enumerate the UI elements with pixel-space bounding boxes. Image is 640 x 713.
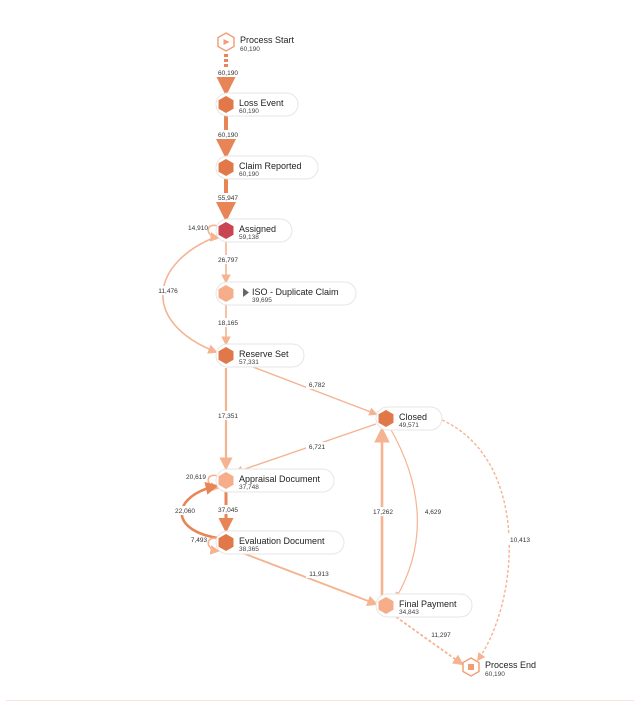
node-pill — [215, 343, 305, 368]
edge-label: 14,910 — [188, 225, 208, 232]
edge-label: 55,947 — [218, 195, 238, 202]
edge-evaluation-to-final-payment[interactable]: 11,913 — [239, 551, 379, 606]
edge-label: 17,262 — [373, 509, 393, 516]
node-name: Reserve Set — [239, 349, 289, 359]
edge-label: 6,782 — [309, 382, 326, 389]
hexagon-icon — [378, 410, 394, 427]
edge-label: 17,351 — [218, 413, 238, 420]
edges-layer: 60,190 60,190 55,947 14,910 26,797 — [156, 54, 533, 666]
edge-label: 7,493 — [191, 537, 208, 544]
edge-label: 6,721 — [309, 444, 326, 451]
edge-final-payment-to-closed[interactable]: 17,262 — [370, 426, 396, 596]
edge-reserve-set-to-appraisal[interactable]: 17,351 — [216, 368, 240, 471]
node-name: Process End — [485, 660, 536, 670]
hexagon-icon — [218, 534, 234, 551]
edge-closed-to-final-payment[interactable]: 4,629 — [389, 427, 444, 600]
edge-label: 11,297 — [431, 632, 451, 639]
edge-label: 4,629 — [425, 509, 442, 516]
edge-appraisal-to-evaluation[interactable]: 37,045 — [216, 492, 240, 533]
node-iso-duplicate-claim[interactable]: ISO - Duplicate Claim 39,695 — [215, 281, 357, 306]
edge-label: 18,165 — [218, 320, 238, 327]
node-reserve-set[interactable]: Reserve Set 57,331 — [215, 343, 305, 368]
expand-triangle-icon[interactable] — [243, 288, 249, 297]
node-pill — [375, 593, 473, 618]
edge-closed-to-process-end[interactable]: 10,413 — [441, 419, 533, 662]
node-evaluation-document[interactable]: Evaluation Document 38,365 — [215, 530, 345, 555]
play-triangle — [223, 39, 230, 45]
node-name: Loss Event — [239, 98, 284, 108]
node-count: 60,190 — [239, 171, 259, 178]
node-count: 37,748 — [239, 484, 259, 491]
node-assigned[interactable]: Assigned 59,138 — [215, 218, 293, 243]
node-name: Appraisal Document — [239, 474, 321, 484]
node-name: Process Start — [240, 35, 295, 45]
node-name: Claim Reported — [239, 161, 302, 171]
edge-assigned-self-loop[interactable]: 14,910 — [188, 224, 220, 242]
node-pill — [215, 530, 345, 555]
node-name: Final Payment — [399, 599, 457, 609]
node-count: 49,571 — [399, 422, 419, 429]
node-count: 38,365 — [239, 546, 259, 553]
node-count: 60,190 — [485, 671, 505, 678]
node-count: 59,138 — [239, 234, 259, 241]
node-count: 60,190 — [240, 46, 260, 53]
hexagon-icon — [218, 222, 234, 239]
edge-label: 20,619 — [186, 474, 206, 481]
hexagon-icon — [218, 285, 234, 302]
edge-evaluation-to-appraisal[interactable]: 22,060 — [172, 481, 219, 540]
stop-square — [468, 664, 474, 670]
node-pill — [215, 155, 319, 180]
node-pill — [215, 468, 335, 493]
node-process-start[interactable]: Process Start 60,190 — [217, 32, 295, 53]
node-closed[interactable]: Closed 49,571 — [375, 406, 443, 431]
edge-label: 22,060 — [175, 508, 195, 515]
edge-process-start-to-loss-event[interactable]: 60,190 — [216, 54, 240, 96]
edge-label: 10,413 — [510, 537, 530, 544]
node-name: Evaluation Document — [239, 536, 325, 546]
node-claim-reported[interactable]: Claim Reported 60,190 — [215, 155, 319, 180]
node-pill — [215, 92, 299, 117]
node-count: 57,331 — [239, 359, 259, 366]
hexagon-icon — [218, 347, 234, 364]
edge-label: 11,476 — [158, 288, 178, 295]
edge-closed-to-appraisal[interactable]: 6,721 — [234, 423, 377, 474]
node-pill — [215, 281, 357, 306]
node-count: 39,695 — [252, 297, 272, 304]
edge-label: 60,190 — [218, 70, 238, 77]
node-count: 34,843 — [399, 609, 419, 616]
node-pill — [215, 218, 293, 243]
hexagon-icon — [378, 597, 394, 614]
node-name: ISO - Duplicate Claim — [252, 287, 339, 297]
node-pill — [375, 406, 443, 431]
node-final-payment[interactable]: Final Payment 34,843 — [375, 593, 473, 618]
edge-label: 26,797 — [218, 257, 238, 264]
edge-claim-reported-to-assigned[interactable]: 55,947 — [216, 179, 240, 222]
node-process-end[interactable]: Process End 60,190 — [462, 657, 536, 678]
node-name: Assigned — [239, 224, 276, 234]
edge-label: 11,913 — [309, 571, 329, 578]
edge-assigned-to-iso[interactable]: 26,797 — [216, 242, 240, 284]
edge-assigned-to-reserve-set[interactable]: 11,476 — [156, 235, 219, 354]
node-count: 60,190 — [239, 108, 259, 115]
hexagon-icon — [218, 96, 234, 113]
node-loss-event[interactable]: Loss Event 60,190 — [215, 92, 299, 117]
edge-iso-to-reserve-set[interactable]: 18,165 — [216, 304, 240, 346]
edge-loss-event-to-claim-reported[interactable]: 60,190 — [216, 116, 240, 159]
node-name: Closed — [399, 412, 427, 422]
footer-divider — [6, 700, 634, 701]
edge-label: 60,190 — [218, 132, 238, 139]
node-appraisal-document[interactable]: Appraisal Document 37,748 — [215, 468, 335, 493]
edge-evaluation-self-loop[interactable]: 7,493 — [191, 537, 220, 555]
nodes-layer: Process Start 60,190 Loss Event 60,190 C… — [215, 32, 536, 678]
edge-reserve-set-to-closed[interactable]: 6,782 — [239, 361, 378, 416]
edge-label: 37,045 — [218, 507, 238, 514]
hexagon-icon — [218, 159, 234, 176]
hexagon-icon — [218, 472, 234, 489]
edge-final-payment-to-process-end[interactable]: 11,297 — [391, 613, 464, 666]
